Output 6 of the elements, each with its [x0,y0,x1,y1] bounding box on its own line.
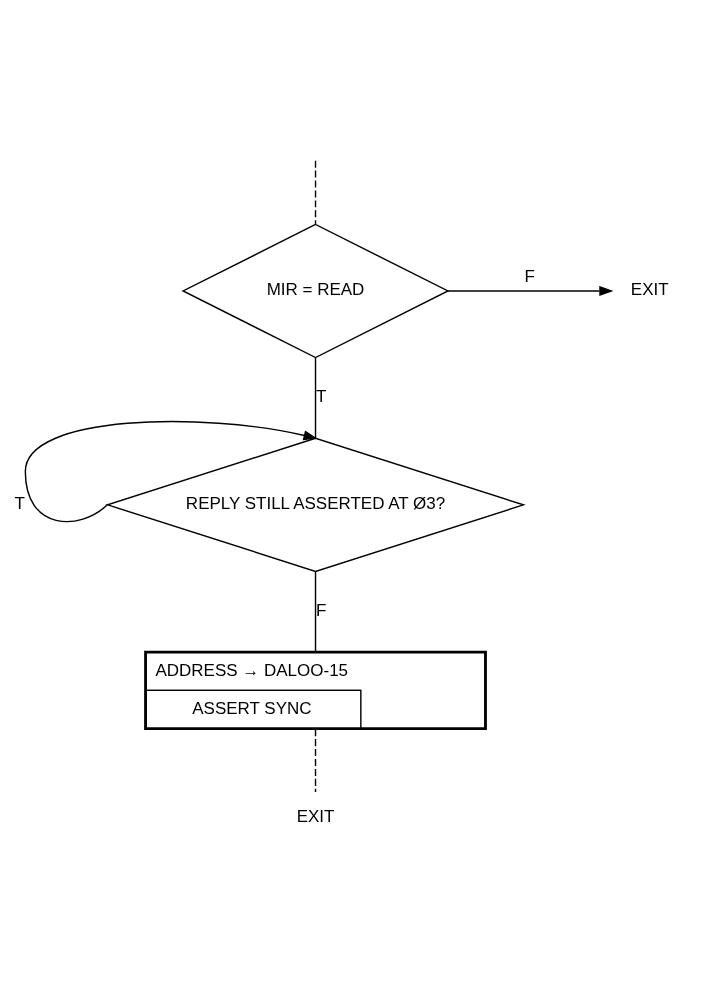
edge-label: T [14,493,25,513]
node-text: EXIT [296,806,335,826]
edge-label: F [524,266,535,286]
edge-label: F [316,600,327,620]
node-text: EXIT [630,279,669,299]
edge-label: T [316,386,327,406]
